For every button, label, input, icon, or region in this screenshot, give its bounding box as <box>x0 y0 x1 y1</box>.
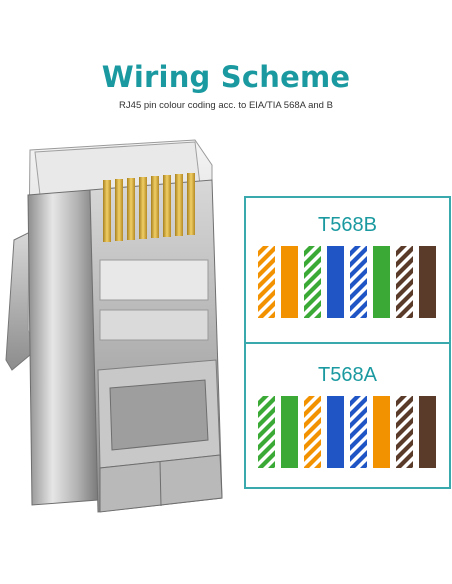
wire-1-green-white-stripe <box>258 396 275 468</box>
wire-6-orange-solid <box>373 396 390 468</box>
wire-2-green-solid <box>281 396 298 468</box>
gold-contacts <box>103 173 195 242</box>
wire-4-blue-solid <box>327 396 344 468</box>
wire-7-brown-white-stripe <box>396 396 413 468</box>
wires-t568a <box>258 396 436 468</box>
scheme-label-t568a: T568A <box>318 364 377 386</box>
wiring-schemes-panel: T568B T568A <box>244 196 451 489</box>
page-title: Wiring Scheme <box>101 60 351 94</box>
wire-4-blue-solid <box>327 246 344 318</box>
wire-1-orange-white-stripe <box>258 246 275 318</box>
rj45-connector-image <box>5 139 223 513</box>
wire-5-blue-white-stripe <box>350 396 367 468</box>
wire-8-brown-solid <box>419 396 436 468</box>
wire-8-brown-solid <box>419 246 436 318</box>
scheme-label-t568b: T568B <box>318 214 377 236</box>
page-subtitle: RJ45 pin colour coding acc. to EIA/TIA 5… <box>119 100 333 111</box>
wire-7-brown-white-stripe <box>396 246 413 318</box>
scheme-divider <box>246 342 449 344</box>
wire-3-green-white-stripe <box>304 246 321 318</box>
wire-2-orange-solid <box>281 246 298 318</box>
wire-5-blue-white-stripe <box>350 246 367 318</box>
wire-6-green-solid <box>373 246 390 318</box>
wires-t568b <box>258 246 436 318</box>
wire-3-orange-white-stripe <box>304 396 321 468</box>
